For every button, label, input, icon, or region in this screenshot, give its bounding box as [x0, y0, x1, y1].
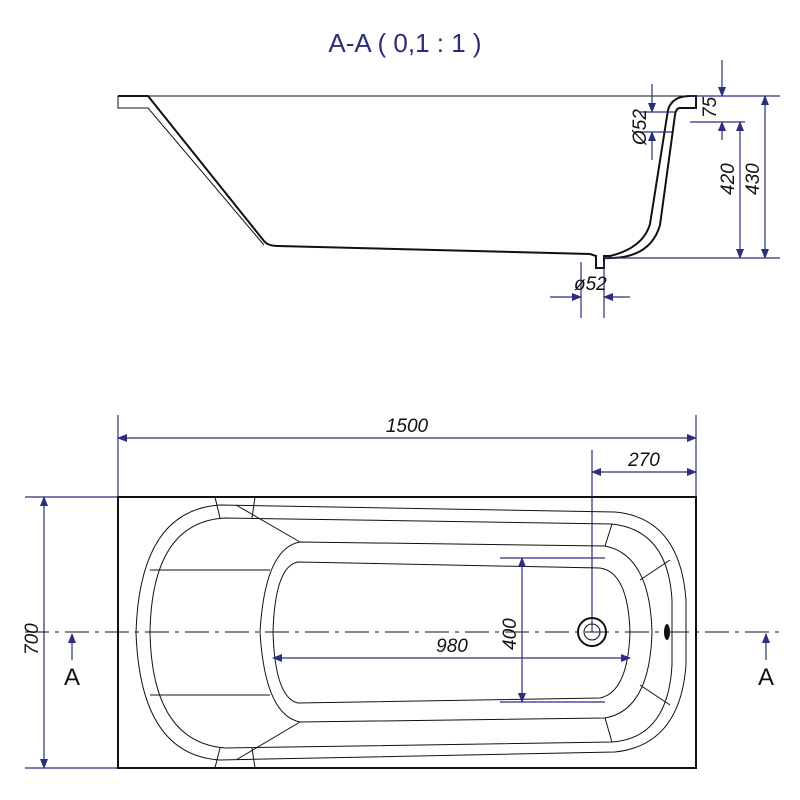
overflow-marker [664, 624, 670, 640]
dim-label-overflow: Ø52 [630, 109, 651, 146]
dim-label-420: 420 [718, 163, 739, 195]
section-mark-left: A [64, 664, 80, 691]
drain-outer [577, 617, 607, 647]
tub-bottom [272, 561, 631, 704]
tub-facet-lines [150, 496, 671, 769]
dim-label-270: 270 [627, 450, 660, 471]
dim-label-400: 400 [500, 618, 521, 650]
section-view: 75 420 430 Ø52 ø52 [117, 60, 780, 318]
drain-inner [583, 623, 601, 641]
dim-label-drain: ø52 [574, 274, 607, 295]
dim-label-700: 700 [22, 623, 43, 655]
tub-basin-mid [149, 517, 673, 749]
section-mark-right: A [758, 664, 774, 691]
plan-view: 1500 270 700 [22, 415, 780, 769]
dim-label-980: 980 [436, 636, 468, 657]
tub-basin-outer [135, 504, 687, 761]
section-title: A-A ( 0,1 : 1 ) [328, 28, 481, 58]
dim-label-430: 430 [743, 163, 764, 195]
tub-section-rim [117, 95, 696, 246]
dim-label-75: 75 [700, 96, 721, 118]
dim-label-1500: 1500 [386, 416, 429, 437]
tub-section-profile [118, 95, 697, 269]
